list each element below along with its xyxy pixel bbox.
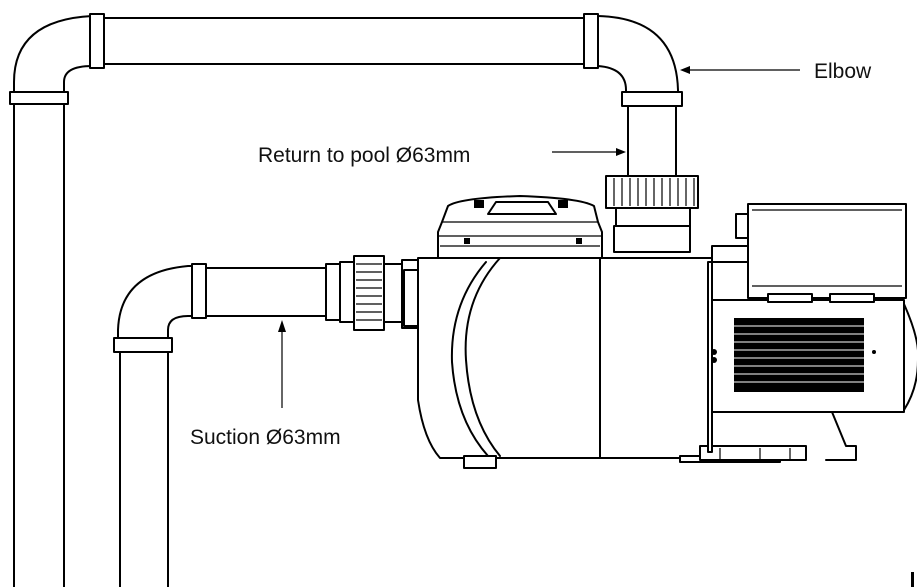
- return-pipe-loop: [9, 13, 683, 587]
- control-box: [711, 203, 907, 303]
- pump-body: [403, 257, 857, 469]
- elbow-arrow: [680, 66, 800, 74]
- return-union-nut: [605, 175, 699, 253]
- cropped-edge-mark: [911, 572, 914, 587]
- elbow-label: Elbow: [814, 60, 872, 83]
- suction-pipe-loop: [113, 263, 341, 587]
- return-arrow: [552, 148, 626, 156]
- pump-motor: [707, 261, 917, 453]
- return-to-pool-label: Return to pool Ø63mm: [258, 144, 470, 167]
- suction-arrow: [278, 320, 286, 408]
- strainer-lid: [437, 195, 603, 259]
- suction-label: Suction Ø63mm: [190, 426, 341, 449]
